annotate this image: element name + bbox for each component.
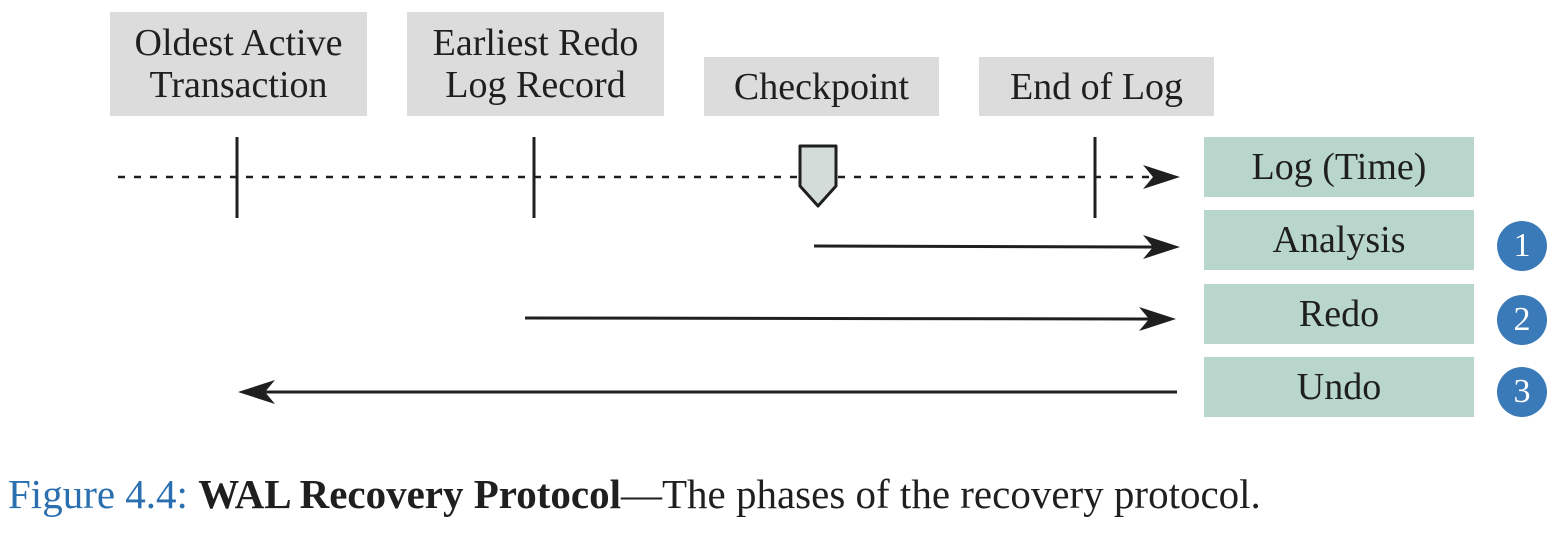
- figure-title: WAL Recovery Protocol: [198, 471, 621, 517]
- step-badge-3: 3: [1497, 367, 1547, 417]
- undo-arrowhead: [238, 380, 275, 404]
- step-badge-2: 2: [1497, 295, 1547, 345]
- marker-oldest-active-transaction: Oldest Active Transaction: [110, 12, 367, 116]
- redo-arrow: [524, 316, 1151, 321]
- caption-text: The phases of the recovery protocol.: [661, 471, 1261, 517]
- caption-dash: —: [620, 471, 662, 517]
- marker-label-line: Log Record: [445, 64, 626, 106]
- phase-redo: Redo: [1204, 284, 1474, 344]
- phase-label: Analysis: [1272, 219, 1406, 261]
- marker-label-line: Oldest Active: [134, 22, 343, 64]
- marker-earliest-redo-log-record: Earliest Redo Log Record: [407, 12, 664, 116]
- redo-arrowhead: [1139, 307, 1176, 331]
- marker-label-line: Earliest Redo: [432, 22, 639, 64]
- phase-analysis: Analysis: [1204, 210, 1474, 270]
- step-number: 3: [1513, 373, 1531, 410]
- step-number: 1: [1513, 227, 1531, 264]
- step-badge-1: 1: [1497, 221, 1547, 271]
- phase-log-time: Log (Time): [1204, 137, 1474, 197]
- marker-checkpoint: Checkpoint: [704, 57, 939, 116]
- phase-label: Redo: [1298, 293, 1380, 335]
- marker-label-line: Transaction: [149, 64, 328, 106]
- phase-undo: Undo: [1204, 357, 1474, 417]
- marker-end-of-log: End of Log: [979, 57, 1214, 116]
- phase-label: Undo: [1296, 366, 1382, 408]
- log-time-arrowhead: [1143, 165, 1180, 189]
- figure-number: Figure 4.4:: [8, 471, 188, 517]
- analysis-arrowhead: [1143, 235, 1180, 259]
- phase-label: Log (Time): [1251, 146, 1427, 188]
- step-number: 2: [1513, 301, 1531, 338]
- marker-label-line: End of Log: [1009, 65, 1184, 108]
- figure-caption: Figure 4.4: WAL Recovery Protocol—The ph…: [8, 470, 1261, 518]
- marker-label-line: Checkpoint: [733, 65, 910, 108]
- analysis-arrow: [813, 244, 1156, 249]
- checkpoint-flag-icon: [798, 144, 838, 208]
